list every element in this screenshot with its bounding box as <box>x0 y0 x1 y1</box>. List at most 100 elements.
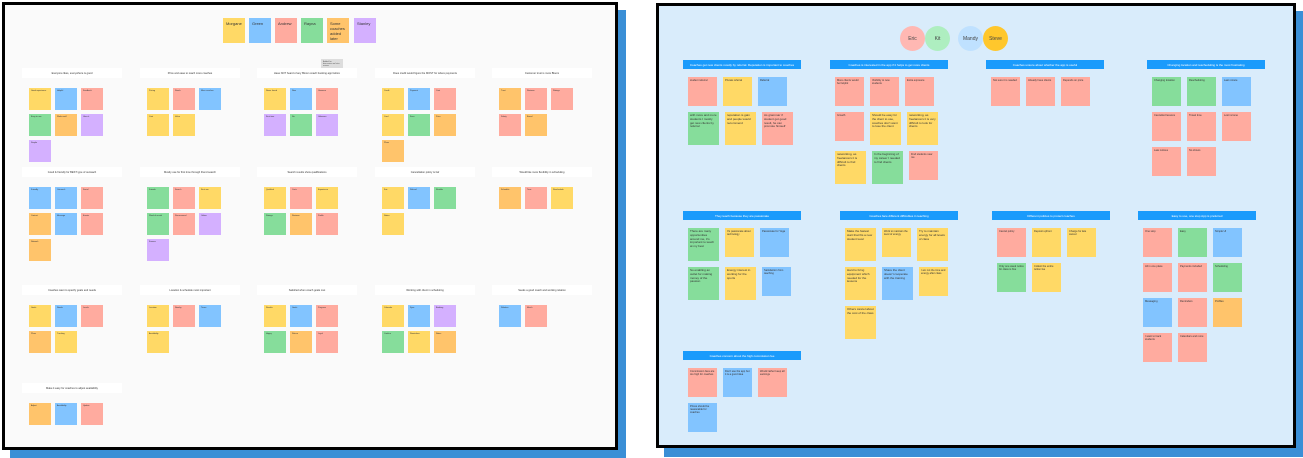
sticky-note[interactable]: Location <box>147 305 169 327</box>
sticky-note[interactable]: Reviews <box>290 213 312 235</box>
sticky-note[interactable]: Work to maintain the level of energy <box>882 228 911 257</box>
sticky-note[interactable]: Make the fastest start that fits a new s… <box>845 228 876 261</box>
sticky-note[interactable]: Match <box>525 305 547 327</box>
sticky-note[interactable]: No <box>290 114 312 136</box>
sticky-note[interactable]: Don't use the app but it is a good idea <box>723 368 752 397</box>
sticky-note[interactable]: Reviews <box>525 88 547 110</box>
sticky-note[interactable]: Cancel policy <box>997 228 1026 257</box>
sticky-note[interactable]: As grammar if student got good result, h… <box>762 112 793 145</box>
sticky-note[interactable]: Late notices <box>1152 147 1181 176</box>
sticky-note[interactable]: Experience <box>316 187 338 209</box>
sticky-note[interactable]: Ratings <box>264 213 286 235</box>
sticky-note[interactable]: Reschedule <box>551 187 573 209</box>
sticky-note[interactable]: Pricing <box>147 88 169 110</box>
sticky-note[interactable]: More coaches <box>199 88 221 110</box>
sticky-note[interactable]: networking, as freelancers it is very di… <box>907 112 938 145</box>
sticky-note[interactable]: Levels <box>81 305 103 327</box>
sticky-note[interactable]: Easy to use <box>29 114 51 136</box>
sticky-note[interactable]: Energy interest in working for the sport… <box>725 267 756 300</box>
sticky-note[interactable]: There are many opportunities around me, … <box>688 228 719 261</box>
sticky-note[interactable]: Good experience <box>29 88 51 110</box>
sticky-note[interactable]: Unaware <box>316 88 338 110</box>
sticky-note[interactable]: Times <box>199 305 221 327</box>
sticky-note[interactable]: Forums <box>147 239 169 261</box>
sticky-note[interactable]: All in one place <box>1143 263 1172 292</box>
sticky-note[interactable]: Card <box>382 114 404 136</box>
sticky-note[interactable]: Prices should be reasonable for coaches <box>688 403 717 432</box>
sticky-note[interactable]: Notice <box>382 213 404 235</box>
sticky-note[interactable]: Others cancel about the cost of the clas… <box>845 306 876 339</box>
sticky-note[interactable]: Happy <box>264 331 286 353</box>
sticky-note[interactable]: Easy <box>1178 228 1207 257</box>
person-sticky-3[interactable]: Rayna <box>301 18 323 43</box>
sticky-note[interactable]: Referral <box>758 77 787 106</box>
sticky-note[interactable]: Share the client doesn't cooperate with … <box>882 267 913 300</box>
sticky-note[interactable]: Works well <box>55 114 77 136</box>
sticky-note[interactable]: Messaging <box>1143 298 1172 327</box>
sticky-note[interactable]: Last minute <box>1222 77 1251 106</box>
sticky-note[interactable]: Value <box>173 114 195 136</box>
sticky-note[interactable]: Results <box>264 305 286 327</box>
sticky-note[interactable]: Plans <box>29 331 51 353</box>
sticky-note[interactable]: Outreach <box>55 187 77 209</box>
sticky-note[interactable]: student referral <box>688 77 717 106</box>
sticky-note[interactable]: Extra exposure <box>905 77 934 106</box>
sticky-note[interactable]: Visibility to new students <box>870 77 899 106</box>
sticky-note[interactable]: Schedule <box>499 187 521 209</box>
sticky-note[interactable]: It's passionate about technology <box>725 228 754 257</box>
sticky-note[interactable]: Adjust <box>29 403 51 425</box>
sticky-note[interactable]: Commission fees are too high for coaches <box>688 368 717 397</box>
sticky-note[interactable]: Message <box>55 213 77 235</box>
sticky-note[interactable]: Unknown <box>316 114 338 136</box>
sticky-note[interactable]: Simple UI <box>1213 228 1242 257</box>
sticky-note[interactable]: Availability <box>147 331 169 353</box>
sticky-note[interactable]: Fair <box>382 187 404 209</box>
sticky-note[interactable]: Progress <box>316 305 338 327</box>
sticky-note[interactable]: Recommend <box>173 213 195 235</box>
sticky-note[interactable]: First time <box>264 114 286 136</box>
sticky-note[interactable]: Collect the entire tuition fee <box>1032 263 1061 292</box>
sticky-note[interactable]: Flexible <box>434 187 456 209</box>
sticky-note[interactable]: Time <box>525 187 547 209</box>
sticky-note[interactable]: Word of mouth <box>147 213 169 235</box>
sticky-note[interactable]: Friendly <box>29 187 51 209</box>
sticky-note[interactable]: In the beginning of my career I needed t… <box>872 151 903 184</box>
person-sticky-1[interactable]: Green <box>249 18 271 43</box>
sticky-note[interactable]: Private referral <box>723 77 752 106</box>
sticky-note[interactable]: Simple <box>29 140 51 162</box>
sticky-note[interactable]: networking, as freelancers it is difficu… <box>835 151 866 184</box>
sticky-note[interactable]: Brand <box>525 114 547 136</box>
sticky-note[interactable]: No shows <box>1187 147 1216 176</box>
sticky-note[interactable]: Search <box>173 187 195 209</box>
sticky-note[interactable]: Growth <box>835 112 864 141</box>
sticky-note[interactable]: Network <box>29 239 51 261</box>
sticky-note[interactable]: Cost <box>434 88 456 110</box>
sticky-note[interactable]: Events <box>81 213 103 235</box>
sticky-note[interactable]: Try to maintain energy for all levels of… <box>917 228 948 261</box>
sticky-note[interactable]: Deposit upfront <box>1032 228 1061 257</box>
sticky-note[interactable]: Should be easy for the client to use, co… <box>870 112 901 145</box>
sticky-note[interactable]: Friends <box>147 187 169 209</box>
person-sticky-0[interactable]: Morgane <box>223 18 245 43</box>
sticky-note[interactable]: Trust <box>499 88 521 110</box>
sticky-note[interactable]: with more and more students I mostly get… <box>688 112 719 145</box>
sticky-note[interactable]: Scheduling <box>1213 263 1242 292</box>
sticky-note[interactable]: Only one week notice for class is fine <box>997 263 1026 292</box>
sticky-note[interactable]: Travel time <box>1187 112 1216 141</box>
sticky-note[interactable]: Ratings <box>551 88 573 110</box>
sticky-note[interactable]: Cancelled lessons <box>1152 112 1181 141</box>
sticky-note[interactable]: reputation is gain and people would reco… <box>725 112 756 145</box>
sticky-note[interactable]: Already have clients <box>1026 77 1055 106</box>
sticky-note[interactable]: Payments included <box>1178 263 1207 292</box>
sticky-note[interactable]: Rescheduling <box>1187 77 1216 106</box>
sticky-note[interactable]: Confirm <box>382 331 404 353</box>
sticky-note[interactable]: Find students near me <box>909 151 938 180</box>
sticky-note[interactable]: Refund <box>408 187 430 209</box>
sticky-note[interactable]: Fees <box>408 114 430 136</box>
sticky-note[interactable]: Reminders <box>1178 298 1207 327</box>
sticky-note[interactable]: Online <box>199 213 221 235</box>
sticky-note[interactable]: Contact <box>29 213 51 235</box>
sticky-note[interactable]: Likes it <box>81 114 103 136</box>
sticky-note[interactable]: Notes <box>434 331 456 353</box>
sticky-note[interactable]: Qualified <box>264 187 286 209</box>
